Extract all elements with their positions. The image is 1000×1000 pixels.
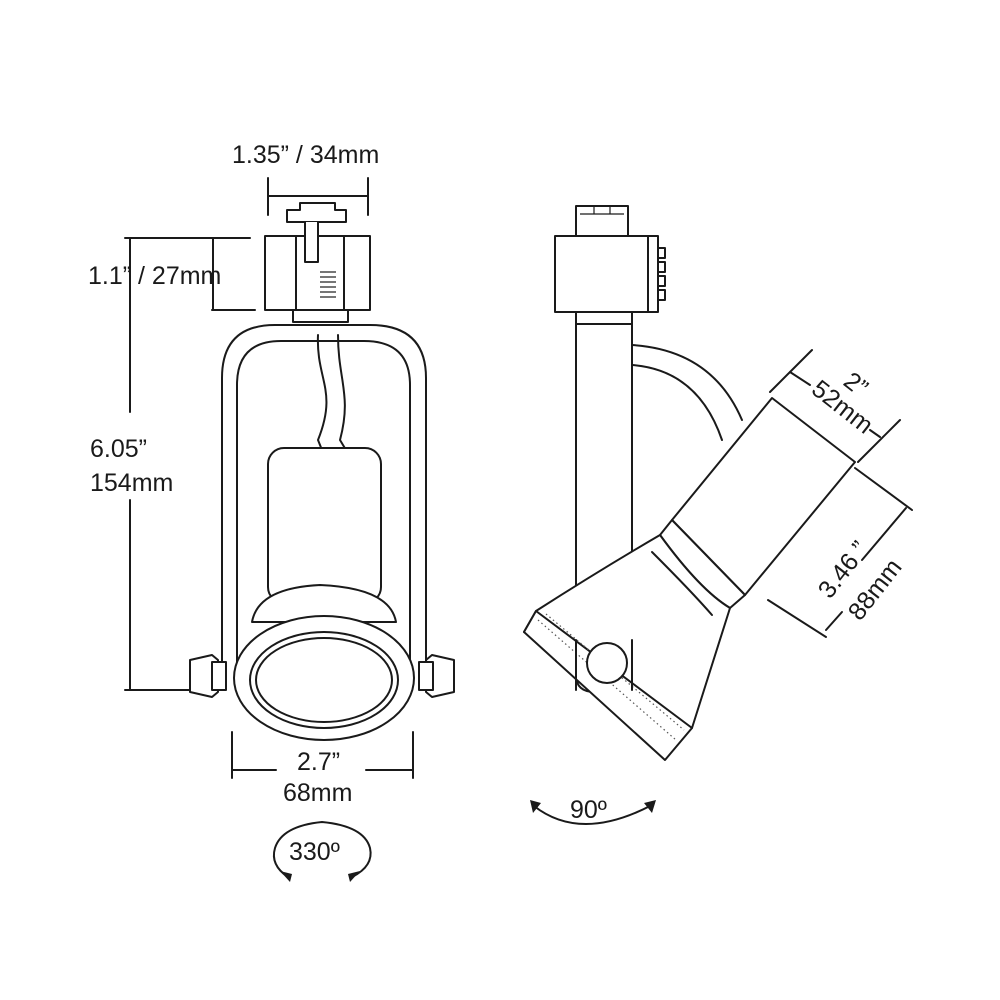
bezel-width-in-label: 2.7” xyxy=(297,748,340,776)
side-cable xyxy=(631,344,743,441)
front-bezel xyxy=(233,615,415,741)
front-yoke xyxy=(221,324,427,691)
front-view: 1.35” / 34mm 1.1” / 27mm 6.05” 154mm 2.7… xyxy=(88,141,455,882)
overall-height-in-label: 6.05” xyxy=(90,435,147,463)
front-cable xyxy=(316,334,347,451)
overall-height-mm-label: 154mm xyxy=(90,469,173,497)
bezel-width-mm-label: 68mm xyxy=(283,779,352,807)
tilt-label: 90º xyxy=(570,796,607,824)
side-dimension-lines xyxy=(767,349,913,638)
front-dimension-lines xyxy=(124,177,414,779)
rotation-label: 330º xyxy=(289,838,340,866)
connector-width-label: 1.35” / 34mm xyxy=(232,141,379,169)
front-lamp-holder xyxy=(251,447,397,623)
rotation-arrow-icon xyxy=(272,821,372,882)
connector-height-label: 1.1” / 27mm xyxy=(88,262,221,290)
side-head-body xyxy=(523,397,856,729)
side-view: 2” 52mm 3.46 ” 88mm 90º xyxy=(523,205,913,825)
front-track-adapter xyxy=(264,202,371,323)
side-track-adapter xyxy=(554,205,666,325)
front-side-knobs xyxy=(189,654,455,698)
side-pivot xyxy=(575,639,633,691)
tilt-arrow-icon xyxy=(530,800,656,825)
